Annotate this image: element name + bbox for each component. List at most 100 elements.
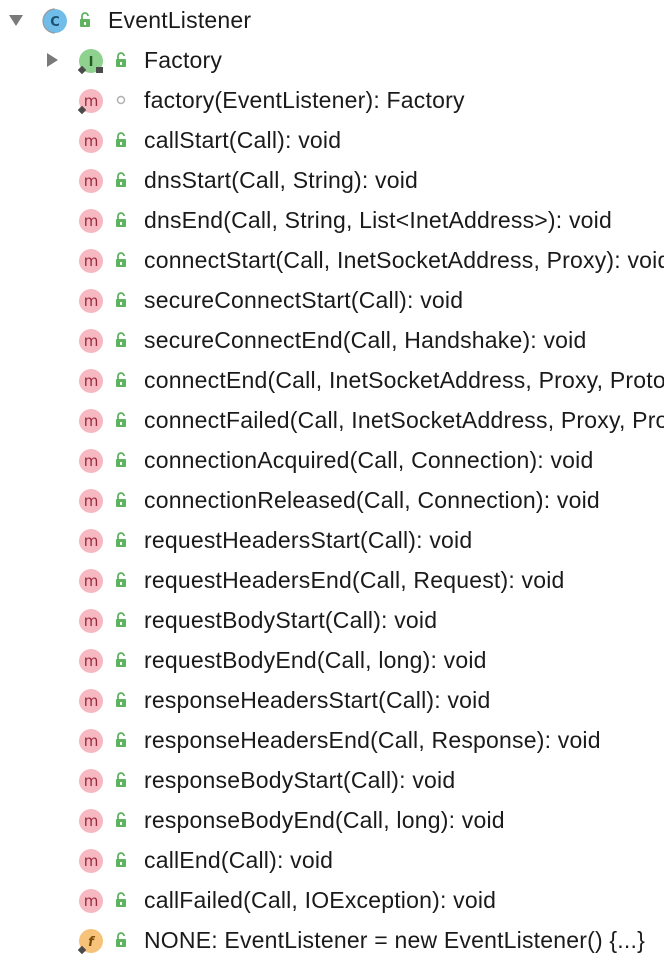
tree-node-label: connectEnd(Call, InetSocketAddress, Prox…: [144, 367, 664, 393]
method-icon: m: [78, 888, 104, 914]
method-icon: m: [78, 808, 104, 834]
tree-node[interactable]: m connectionAcquired(Call, Connection): v…: [0, 440, 664, 480]
interface-icon: I: [77, 48, 104, 75]
method-icon: m: [78, 168, 104, 194]
svg-text:m: m: [84, 212, 99, 230]
method-icon: m: [78, 608, 104, 634]
tree-node[interactable]: m connectFailed(Call, InetSocketAddress, …: [0, 400, 664, 440]
field-icon: f: [77, 928, 104, 955]
public-lock-icon: [114, 531, 128, 549]
public-lock-icon: [114, 811, 128, 829]
tree-node[interactable]: I Factory: [0, 40, 664, 80]
tree-node-label: EventListener: [108, 7, 252, 33]
tree-node[interactable]: m connectionReleased(Call, Connection): v…: [0, 480, 664, 520]
public-lock-icon: [114, 611, 128, 629]
public-lock-icon: [114, 371, 128, 389]
tree-node[interactable]: m dnsStart(Call, String): void: [0, 160, 664, 200]
svg-text:m: m: [84, 292, 99, 310]
method-icon: m: [78, 328, 104, 354]
public-lock-icon: [114, 131, 128, 149]
tree-node-label: connectFailed(Call, InetSocketAddress, P…: [144, 407, 664, 433]
method-icon: m: [77, 88, 104, 115]
public-lock-icon: [114, 211, 128, 229]
public-lock-icon: [114, 851, 128, 869]
tree-node-label: secureConnectStart(Call): void: [144, 287, 464, 313]
svg-text:m: m: [84, 572, 99, 590]
public-lock-icon: [114, 691, 128, 709]
method-icon: m: [78, 528, 104, 554]
method-icon: m: [78, 448, 104, 474]
tree-node[interactable]: m responseBodyStart(Call): void: [0, 760, 664, 800]
public-lock-icon: [114, 491, 128, 509]
svg-text:m: m: [84, 372, 99, 390]
public-lock-icon: [114, 891, 128, 909]
public-lock-icon: [114, 251, 128, 269]
public-lock-icon: [114, 331, 128, 349]
svg-text:m: m: [84, 732, 99, 750]
public-lock-icon: [114, 451, 128, 469]
method-icon: m: [78, 248, 104, 274]
tree-node-label: callEnd(Call): void: [144, 847, 334, 873]
tree-node-label: callFailed(Call, IOException): void: [144, 887, 497, 913]
method-icon: m: [78, 688, 104, 714]
svg-text:m: m: [84, 812, 99, 830]
method-icon: m: [78, 288, 104, 314]
method-icon: m: [78, 848, 104, 874]
tree-node[interactable]: m connectStart(Call, InetSocketAddress, P…: [0, 240, 664, 280]
svg-text:m: m: [84, 612, 99, 630]
public-lock-icon: [114, 651, 128, 669]
method-icon: m: [78, 728, 104, 754]
tree-node-label: requestBodyStart(Call): void: [144, 607, 438, 633]
tree-root-node[interactable]: C EventListener: [0, 0, 664, 40]
tree-node-label: connectionAcquired(Call, Connection): vo…: [144, 447, 594, 473]
tree-node[interactable]: m requestHeadersStart(Call): void: [0, 520, 664, 560]
svg-text:m: m: [84, 772, 99, 790]
tree-node[interactable]: m requestBodyStart(Call): void: [0, 600, 664, 640]
public-lock-icon: [114, 931, 128, 949]
tree-node[interactable]: m callFailed(Call, IOException): void: [0, 880, 664, 920]
svg-text:m: m: [84, 892, 99, 910]
method-icon: m: [78, 768, 104, 794]
method-icon: m: [78, 488, 104, 514]
tree-node[interactable]: m connectEnd(Call, InetSocketAddress, Pro…: [0, 360, 664, 400]
method-icon: m: [78, 208, 104, 234]
expand-arrow-icon[interactable]: [44, 52, 60, 68]
method-icon: m: [78, 368, 104, 394]
package-private-icon: [114, 91, 128, 109]
tree-node[interactable]: f NONE: EventListener = new EventListener…: [0, 920, 664, 960]
method-icon: m: [78, 568, 104, 594]
tree-node-label: secureConnectEnd(Call, Handshake): void: [144, 327, 587, 353]
svg-text:m: m: [84, 452, 99, 470]
method-icon: m: [78, 128, 104, 154]
tree-node[interactable]: m requestBodyEnd(Call, long): void: [0, 640, 664, 680]
tree-node[interactable]: m responseHeadersEnd(Call, Response): voi…: [0, 720, 664, 760]
tree-node[interactable]: m secureConnectEnd(Call, Handshake): void: [0, 320, 664, 360]
tree-node-label: responseHeadersStart(Call): void: [144, 687, 491, 713]
tree-node-label: connectionReleased(Call, Connection): vo…: [144, 487, 600, 513]
tree-node-label: responseBodyStart(Call): void: [144, 767, 456, 793]
public-lock-icon: [78, 11, 92, 29]
tree-node-label: requestBodyEnd(Call, long): void: [144, 647, 487, 673]
tree-node-label: Factory: [144, 47, 223, 73]
tree-node[interactable]: m secureConnectStart(Call): void: [0, 280, 664, 320]
tree-node[interactable]: m responseHeadersStart(Call): void: [0, 680, 664, 720]
tree-node-label: connectStart(Call, InetSocketAddress, Pr…: [144, 247, 664, 273]
svg-text:m: m: [84, 652, 99, 670]
svg-text:m: m: [84, 412, 99, 430]
tree-node-label: NONE: EventListener = new EventListener(…: [144, 927, 645, 953]
class-icon: C: [42, 8, 68, 34]
tree-node-label: dnsStart(Call, String): void: [144, 167, 419, 193]
tree-node-label: requestHeadersStart(Call): void: [144, 527, 473, 553]
collapse-arrow-icon[interactable]: [8, 12, 24, 28]
tree-node[interactable]: m callStart(Call): void: [0, 120, 664, 160]
svg-text:m: m: [84, 132, 99, 150]
tree-node-label: callStart(Call): void: [144, 127, 342, 153]
tree-node-label: responseHeadersEnd(Call, Response): void: [144, 727, 601, 753]
tree-node[interactable]: m callEnd(Call): void: [0, 840, 664, 880]
public-lock-icon: [114, 771, 128, 789]
